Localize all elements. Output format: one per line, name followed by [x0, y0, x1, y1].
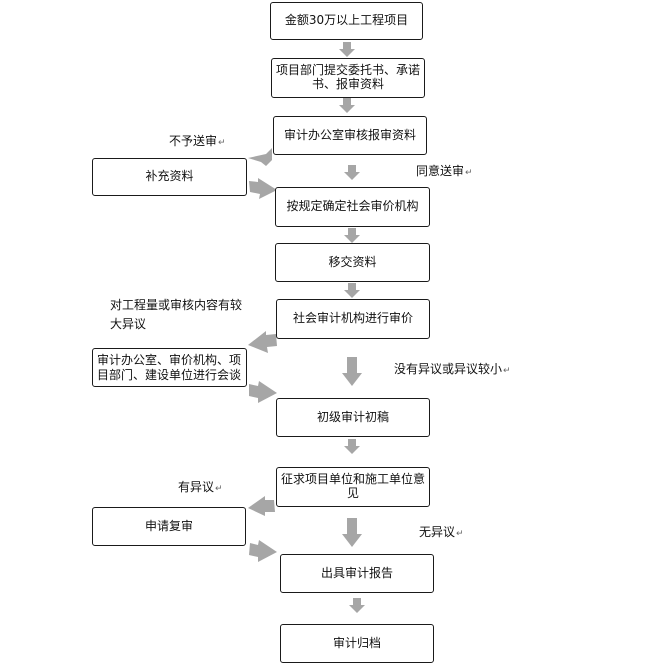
arrow-solicit-to-reapply [248, 496, 275, 516]
node-submit: 项目部门提交委托书、承诺书、报审资料 [271, 58, 425, 98]
node-agency-audit: 社会审计机构进行审价 [276, 299, 430, 339]
node-select-agency: 按规定确定社会审价机构 [275, 187, 430, 227]
return-mark-icon: ↵ [456, 529, 464, 539]
node-start: 金额30万以上工程项目 [270, 2, 423, 40]
arrow-meeting-to-draft [249, 381, 277, 403]
node-supplement: 补充资料 [92, 158, 247, 196]
label-not-submit: 不予送审↵ [169, 134, 226, 148]
node-review: 审计办公室审核报审资料 [273, 116, 427, 155]
node-transfer: 移交资料 [275, 243, 430, 282]
return-mark-icon: ↵ [465, 168, 473, 178]
arrow-review-to-select [344, 165, 360, 180]
arrow-solicit-to-report [342, 518, 362, 547]
node-archive: 审计归档 [280, 624, 434, 663]
label-no-objection: 无异议↵ [419, 525, 464, 539]
node-report: 出具审计报告 [280, 554, 434, 593]
arrow-review-to-supplement [248, 148, 272, 166]
node-meeting: 审计办公室、审价机构、项目部门、建设单位进行会谈 [92, 348, 247, 387]
arrow-agency-to-meeting [248, 331, 277, 353]
arrow-agency-to-draft [342, 357, 362, 386]
label-has-objection: 有异议↵ [178, 480, 223, 494]
arrow-report-to-archive [349, 598, 365, 613]
label-small-dispute: 没有异议或异议较小↵ [394, 362, 511, 376]
label-agree-submit: 同意送审↵ [416, 164, 473, 178]
arrow-select-to-transfer [344, 228, 360, 243]
node-draft: 初级审计初稿 [276, 398, 430, 437]
return-mark-icon: ↵ [218, 138, 226, 148]
arrow-draft-to-solicit [344, 439, 360, 454]
node-reapply: 申请复审 [92, 507, 246, 546]
node-solicit: 征求项目单位和施工单位意见 [276, 467, 430, 507]
arrow-reapply-to-report [249, 540, 277, 562]
arrow-supplement-to-select [249, 178, 277, 199]
return-mark-icon: ↵ [503, 366, 511, 376]
arrow-submit-to-review [339, 98, 355, 113]
label-big-dispute: 对工程量或审核内容有较大异议 [110, 298, 243, 331]
arrow-start-to-submit [339, 42, 355, 57]
return-mark-icon: ↵ [215, 484, 223, 494]
arrow-transfer-to-agency [344, 283, 360, 298]
